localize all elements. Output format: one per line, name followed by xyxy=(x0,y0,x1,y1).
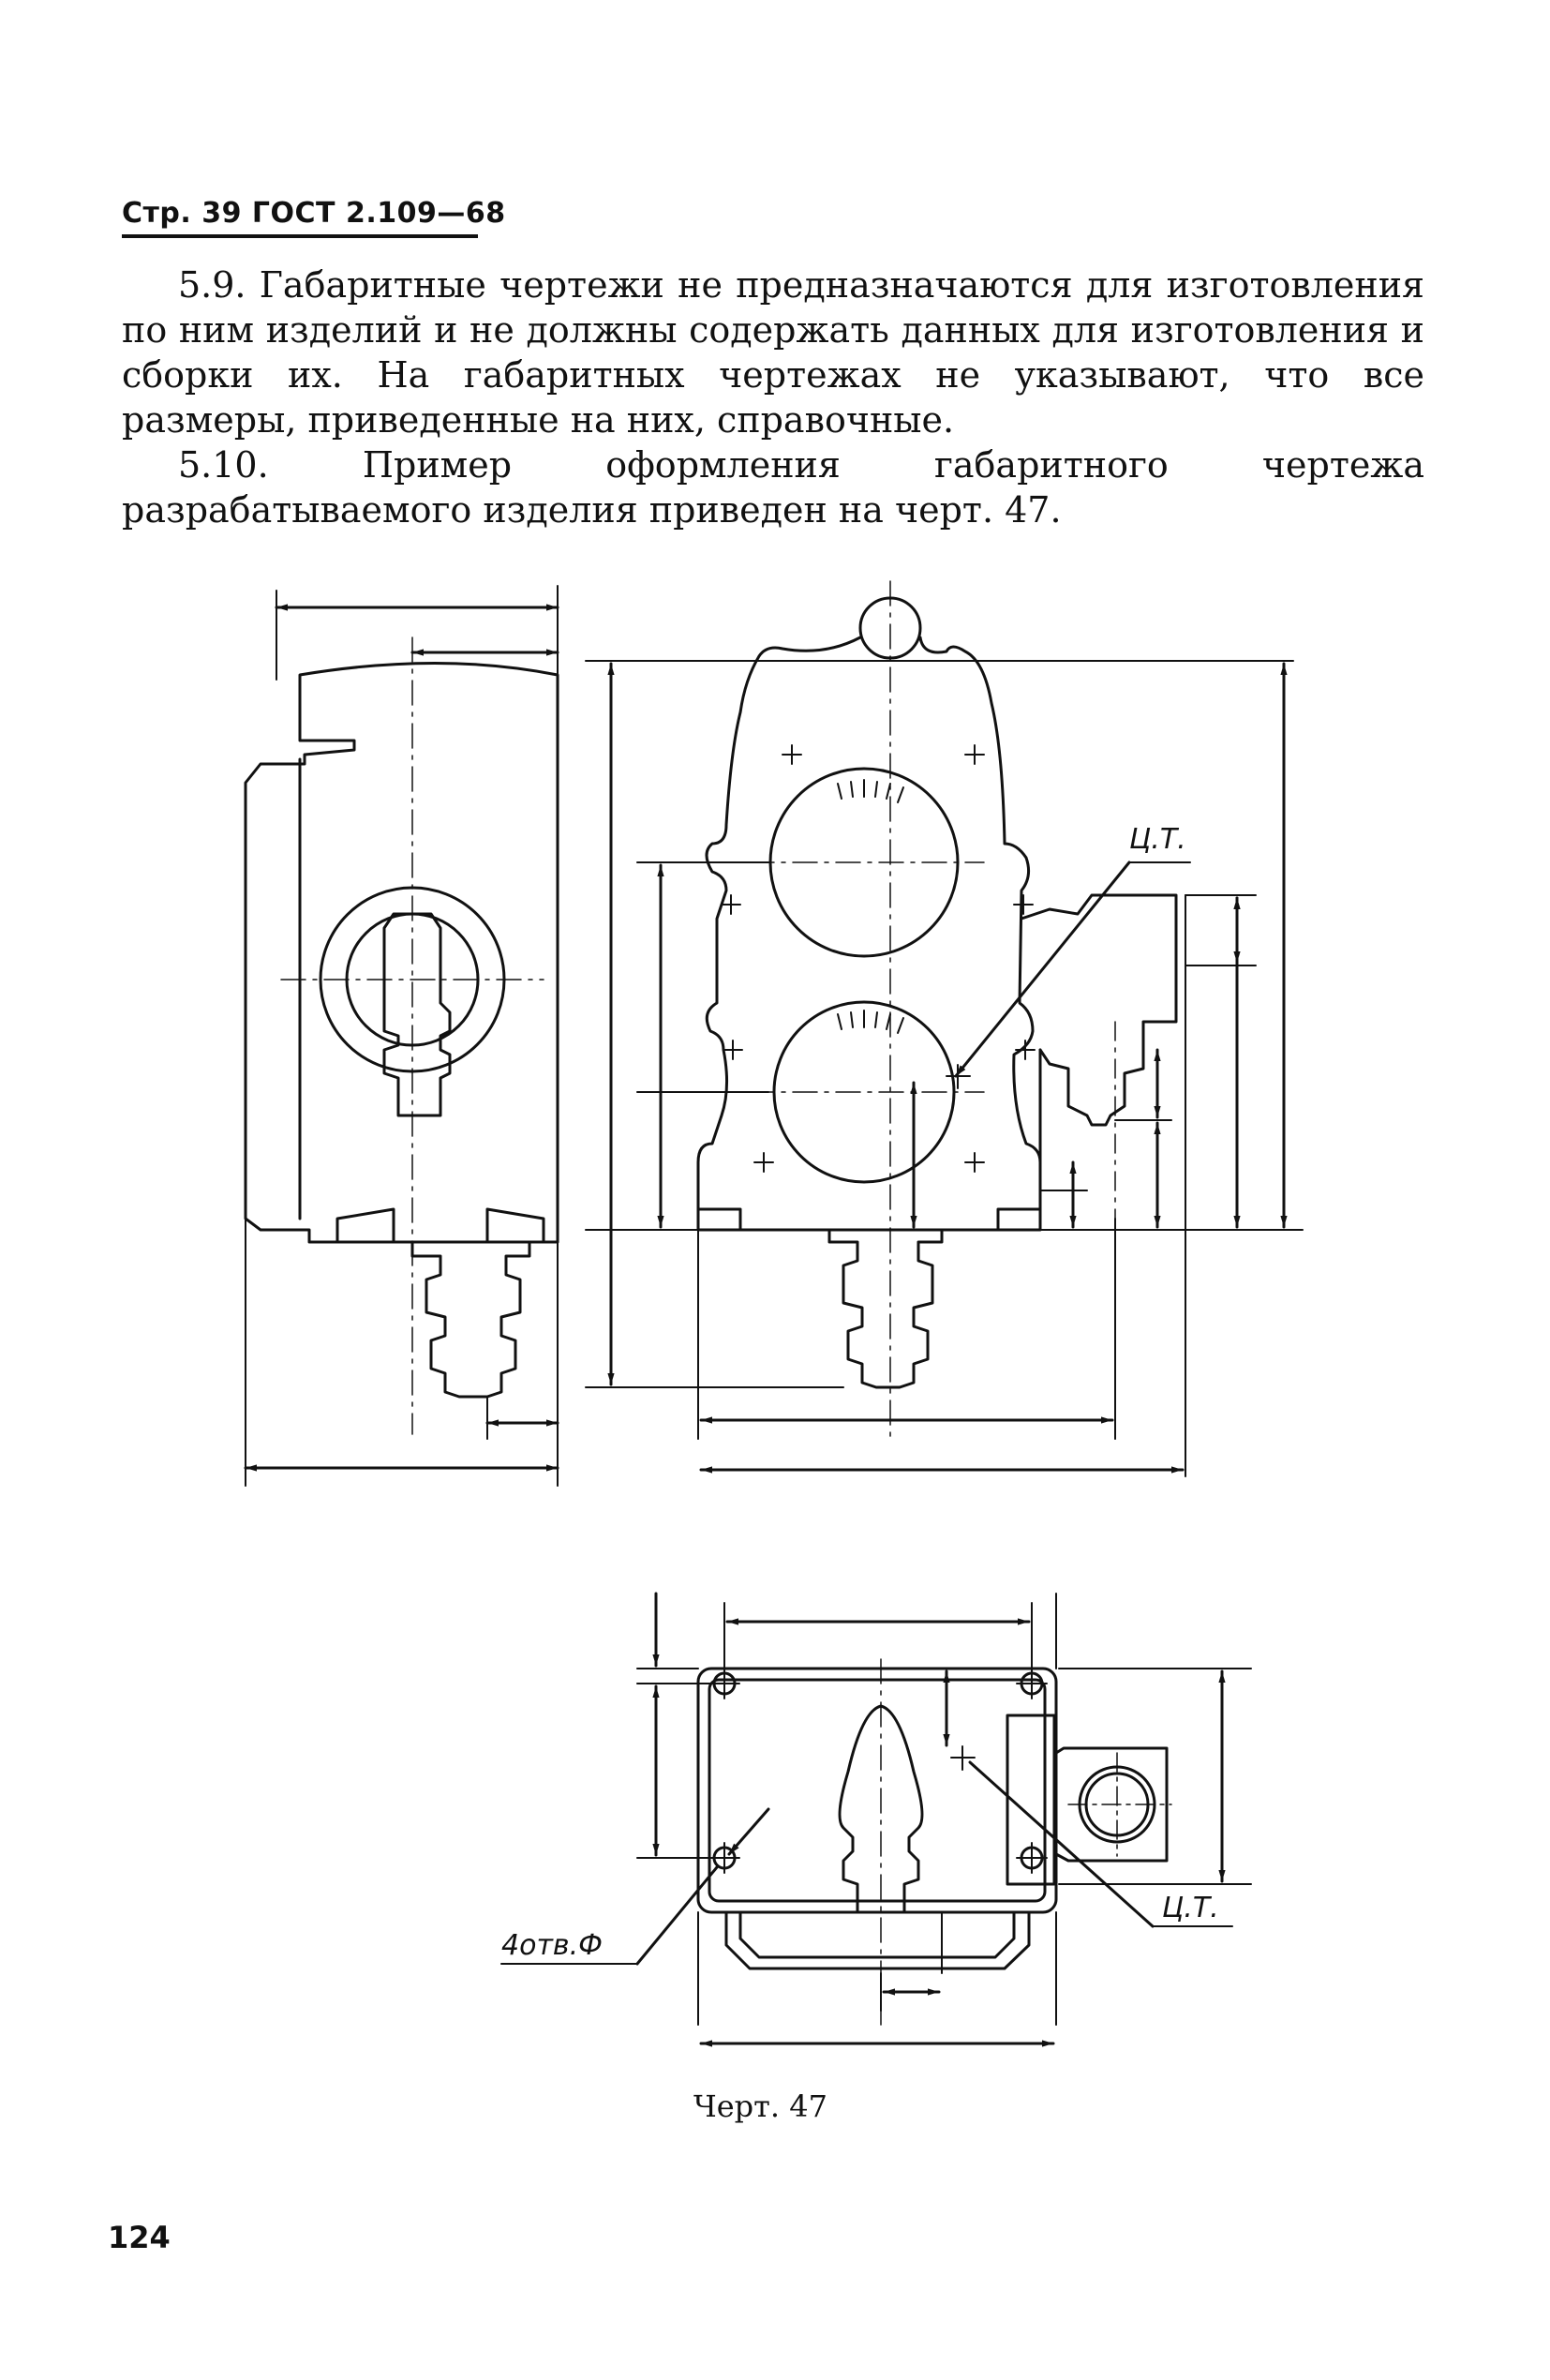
header-rule xyxy=(122,234,478,238)
figure-caption: Черт. 47 xyxy=(693,2088,827,2124)
side-view xyxy=(244,585,559,1487)
label-center-of-gravity-top: Ц.Т. xyxy=(1129,823,1186,856)
label-four-holes: 4отв.Ф xyxy=(501,1929,603,1962)
page-number: 124 xyxy=(108,2220,171,2255)
plan-view xyxy=(500,1592,1252,2047)
paragraph-5-9: 5.9. Габаритные чертежи не предназначают… xyxy=(122,264,1424,441)
label-center-of-gravity-bottom: Ц.Т. xyxy=(1162,1892,1219,1924)
front-view xyxy=(585,580,1304,1477)
technical-drawing: Ц.Т. Ц.Т. 4отв.Ф xyxy=(244,580,1304,2047)
body-text: 5.9. Габаритные чертежи не предназначают… xyxy=(122,262,1424,532)
page-header: Стр. 39 ГОСТ 2.109—68 xyxy=(122,197,506,230)
paragraph-5-10: 5.10. Пример оформления габаритного черт… xyxy=(122,444,1424,531)
